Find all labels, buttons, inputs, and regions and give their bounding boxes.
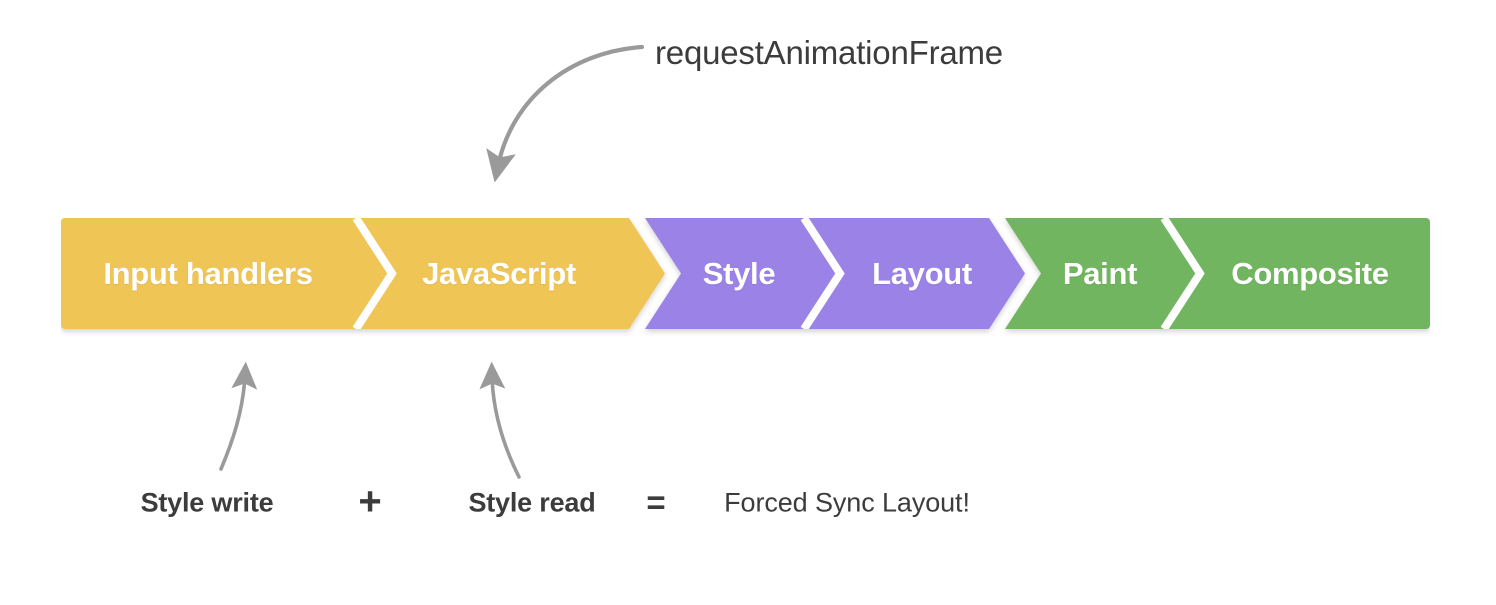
equation-term-style-read: Style read (468, 487, 596, 518)
pipeline-segment-javascript[interactable]: JavaScript (422, 256, 576, 291)
pipeline-shapes (61, 218, 1430, 329)
rendering-pipeline-bar: Input handlers JavaScript Style Layout P… (61, 218, 1430, 329)
style-read-arrow (479, 361, 521, 479)
pipeline-segment-input-handlers[interactable]: Input handlers (103, 256, 313, 291)
pipeline-segment-style[interactable]: Style (702, 256, 776, 291)
equation-term-style-write: Style write (140, 487, 274, 518)
divider-input-javascript (352, 218, 397, 329)
equation-operator-plus: + (358, 479, 382, 524)
pipeline-group-style-layout (645, 218, 1025, 329)
raf-callout-arrow (486, 44, 645, 183)
equation-operator-equals: = (646, 484, 666, 521)
request-animation-frame-label: requestAnimationFrame (655, 34, 1003, 71)
pipeline-segment-paint[interactable]: Paint (1062, 256, 1138, 291)
pipeline-group-javascript (61, 218, 665, 329)
divider-paint-composite (1160, 218, 1205, 329)
style-write-arrow (219, 361, 258, 471)
pipeline-segment-composite[interactable]: Composite (1231, 256, 1389, 291)
pipeline-segment-layout[interactable]: Layout (872, 256, 972, 291)
divider-style-layout (800, 218, 845, 329)
pipeline-group-paint-composite (1005, 218, 1430, 329)
equation-result-forced-sync-layout: Forced Sync Layout! (724, 487, 970, 518)
